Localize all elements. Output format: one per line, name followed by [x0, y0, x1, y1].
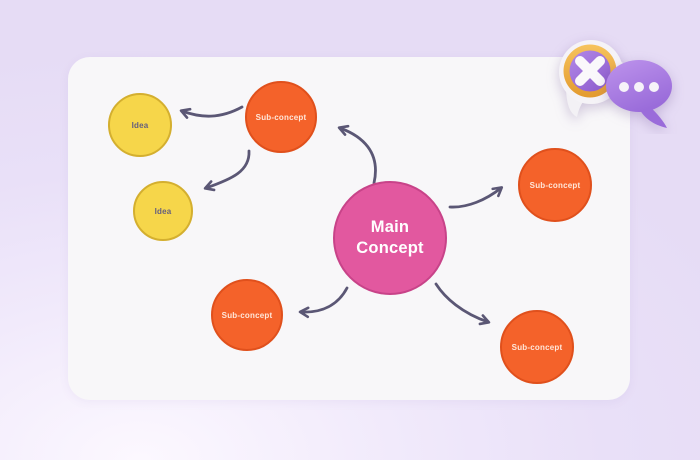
node-sub-concept-top: Sub-concept: [245, 81, 317, 153]
sub-concept-label: Sub-concept: [529, 180, 581, 190]
idea-label: Idea: [131, 120, 149, 130]
node-main-concept: Main Concept: [333, 181, 447, 295]
decor-icons: [559, 40, 672, 128]
node-sub-concept-bottom-right: Sub-concept: [500, 310, 574, 384]
idea-label: Idea: [154, 206, 172, 216]
sub-concept-label: Sub-concept: [511, 342, 563, 352]
chat-ellipsis-icon: [606, 60, 672, 128]
node-sub-concept-bottom-left: Sub-concept: [211, 279, 283, 351]
main-concept-label: Main Concept: [356, 217, 424, 257]
node-sub-concept-right: Sub-concept: [518, 148, 592, 222]
sub-concept-label: Sub-concept: [255, 112, 307, 122]
node-idea-top: Idea: [108, 93, 172, 157]
node-idea-bottom: Idea: [133, 181, 193, 241]
sub-concept-label: Sub-concept: [221, 310, 273, 320]
